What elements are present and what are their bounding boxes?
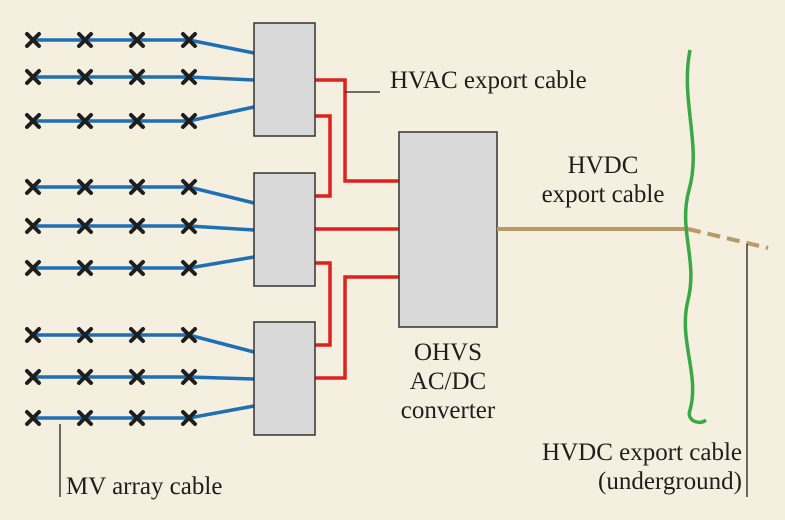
wind-turbine-x-icon bbox=[77, 260, 93, 276]
wind-turbine-x-icon bbox=[181, 113, 197, 129]
ohvs-converter-box bbox=[398, 131, 498, 328]
hvdc-label-line2: export cable bbox=[541, 181, 665, 208]
wind-turbine-x-icon bbox=[25, 69, 41, 85]
wind-turbine-x-icon bbox=[181, 327, 197, 343]
hvac-cable-segment-4 bbox=[315, 261, 332, 347]
hvac-cable-segment-2 bbox=[315, 114, 332, 198]
wind-turbine-x-icon bbox=[77, 32, 93, 48]
wind-turbine-x-icon bbox=[77, 410, 93, 426]
hvac-export-cables bbox=[315, 78, 399, 380]
wind-turbine-x-icon bbox=[25, 32, 41, 48]
hvdc-underground-line1: HVDC export cable bbox=[542, 439, 742, 466]
wind-turbine-x-icon bbox=[25, 327, 41, 343]
wind-turbine-x-icon bbox=[25, 369, 41, 385]
wind-turbine-x-icon bbox=[77, 179, 93, 195]
wind-turbine-x-icon bbox=[77, 369, 93, 385]
wind-turbine-x-icon bbox=[129, 327, 145, 343]
wind-turbine-x-icon bbox=[181, 260, 197, 276]
wind-turbines bbox=[25, 32, 197, 426]
wind-turbine-x-icon bbox=[77, 327, 93, 343]
mv-array-cable-1-2 bbox=[33, 75, 255, 82]
hvac-cable-segment-1 bbox=[315, 78, 399, 183]
hvdc-underground-label: HVDC export cable (underground) bbox=[480, 438, 742, 496]
converter-label-line3: converter bbox=[400, 397, 496, 424]
wind-turbine-x-icon bbox=[129, 113, 145, 129]
wind-turbine-x-icon bbox=[77, 113, 93, 129]
mv-array-cable-3-2 bbox=[33, 375, 255, 381]
mv-array-cable-3-1 bbox=[33, 333, 255, 354]
wind-turbine-x-icon bbox=[181, 410, 197, 426]
wind-turbine-x-icon bbox=[181, 369, 197, 385]
hvdc-export-cable-label: HVDC export cable bbox=[528, 151, 678, 209]
wind-turbine-x-icon bbox=[25, 218, 41, 234]
wind-turbine-x-icon bbox=[129, 369, 145, 385]
wind-turbine-x-icon bbox=[129, 69, 145, 85]
wind-turbine-x-icon bbox=[181, 218, 197, 234]
mv-array-cable-2-2 bbox=[33, 224, 255, 232]
wind-turbine-x-icon bbox=[77, 69, 93, 85]
hvac-export-cable-label: HVAC export cable bbox=[390, 67, 587, 94]
wind-turbine-x-icon bbox=[181, 69, 197, 85]
converter-label-line1: OHVS bbox=[413, 339, 483, 366]
hvdc-underground-cable-line bbox=[687, 227, 769, 250]
coastline bbox=[683, 49, 708, 425]
mv-array-cable-label: MV array cable bbox=[66, 473, 223, 500]
wind-turbine-x-icon bbox=[129, 179, 145, 195]
wind-turbine-x-icon bbox=[181, 179, 197, 195]
wind-turbine-x-icon bbox=[25, 260, 41, 276]
wind-turbine-x-icon bbox=[25, 179, 41, 195]
hvac-cable-segment-5 bbox=[315, 275, 399, 380]
converter-label: OHVS AC/DC converter bbox=[388, 338, 508, 425]
wind-turbine-x-icon bbox=[25, 113, 41, 129]
offshore-substation-1 bbox=[253, 22, 316, 137]
converter-label-line2: AC/DC bbox=[409, 368, 487, 395]
hvdc-label-line1: HVDC bbox=[567, 152, 639, 179]
hvdc-underground-line2: (underground) bbox=[598, 468, 742, 495]
mv-array-cables bbox=[33, 38, 255, 420]
offshore-substation-2 bbox=[253, 172, 316, 287]
wind-turbine-x-icon bbox=[129, 218, 145, 234]
offshore-substation-3 bbox=[253, 321, 316, 436]
wind-turbine-x-icon bbox=[129, 410, 145, 426]
wind-turbine-x-icon bbox=[129, 260, 145, 276]
wind-turbine-x-icon bbox=[77, 218, 93, 234]
wind-turbine-x-icon bbox=[181, 32, 197, 48]
wind-turbine-x-icon bbox=[129, 32, 145, 48]
wind-turbine-x-icon bbox=[25, 410, 41, 426]
mv-array-cable-2-1 bbox=[33, 185, 255, 205]
